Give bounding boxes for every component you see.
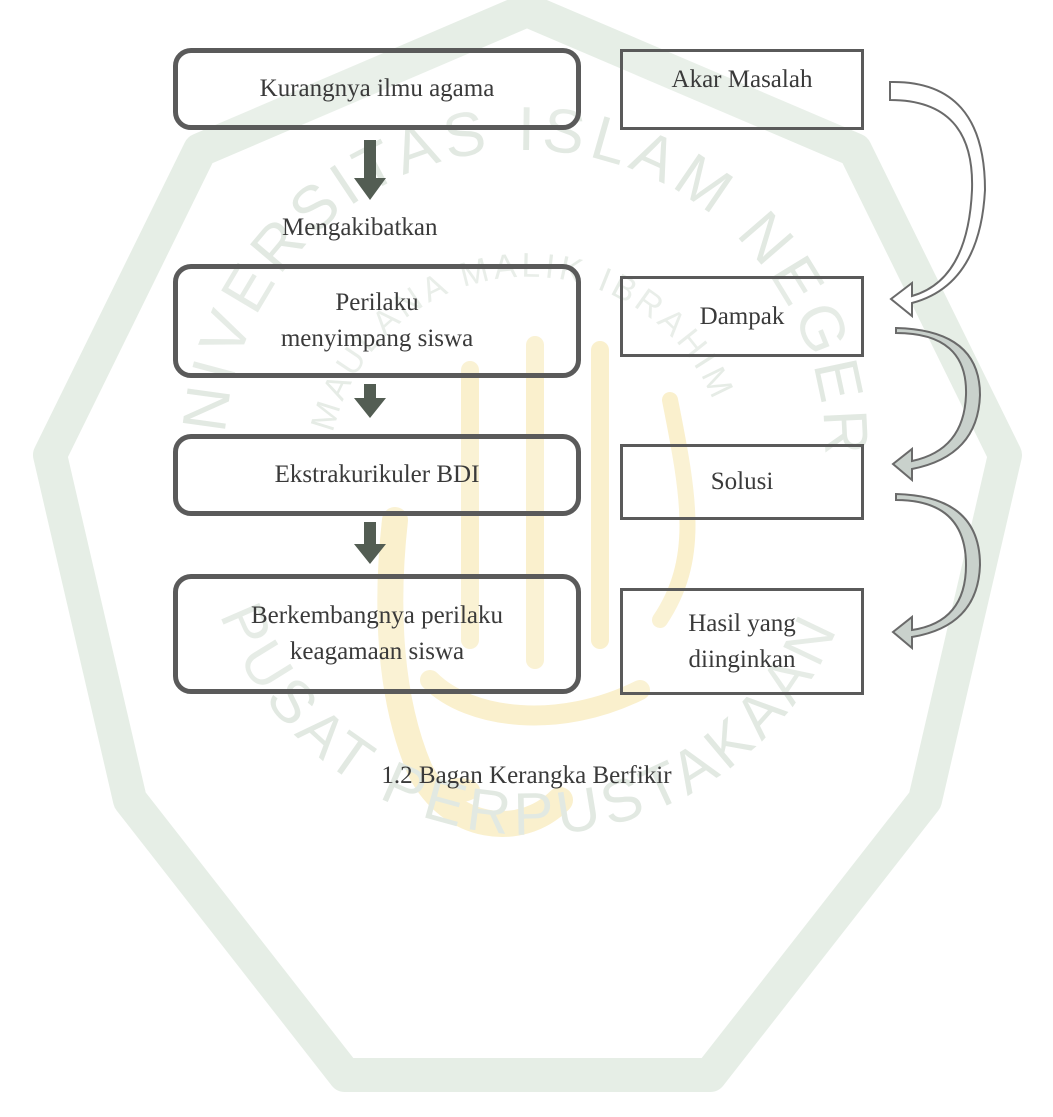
hasil-text: Hasil yang diinginkan: [688, 609, 796, 673]
curved-arrow-solusi-to-hasil: [891, 492, 982, 651]
kurangnya-ilmu-agama-text: Kurangnya ilmu agama: [259, 75, 495, 102]
berkembangnya-perilaku-box: Berkembangnya perilaku keagamaan siswa: [173, 574, 581, 694]
down-arrow-3: [354, 522, 386, 564]
down-arrow-1: [354, 140, 386, 200]
down-arrow-2: [354, 384, 386, 418]
solusi-box: Solusi: [620, 444, 864, 520]
ekstrakurikuler-bdi-box: Ekstrakurikuler BDI: [173, 434, 581, 516]
perilaku-menyimpang-box: Perilaku menyimpang siswa: [173, 264, 581, 378]
akar-masalah-text: Akar Masalah: [671, 66, 813, 93]
hasil-box: Hasil yang diinginkan: [620, 588, 864, 695]
mengakibatkan-label: Mengakibatkan: [282, 214, 438, 241]
curved-arrow-dampak-to-solusi: [891, 326, 982, 483]
berkembangnya-perilaku-text: Berkembangnya perilaku keagamaan siswa: [251, 602, 503, 665]
kurangnya-ilmu-agama-box: Kurangnya ilmu agama: [173, 48, 581, 130]
ekstrakurikuler-bdi-text: Ekstrakurikuler BDI: [274, 461, 480, 488]
watermark-heptagon-outline: [33, 0, 1022, 1092]
dampak-box: Dampak: [620, 276, 864, 357]
perilaku-menyimpang-text: Perilaku menyimpang siswa: [280, 289, 474, 352]
solusi-text: Solusi: [710, 468, 774, 495]
dampak-text: Dampak: [699, 302, 785, 330]
diagram-caption: 1.2 Bagan Kerangka Berfikir: [381, 762, 672, 789]
curved-arrow-akar-to-dampak: [889, 80, 987, 319]
akar-masalah-box: Akar Masalah: [620, 49, 864, 130]
